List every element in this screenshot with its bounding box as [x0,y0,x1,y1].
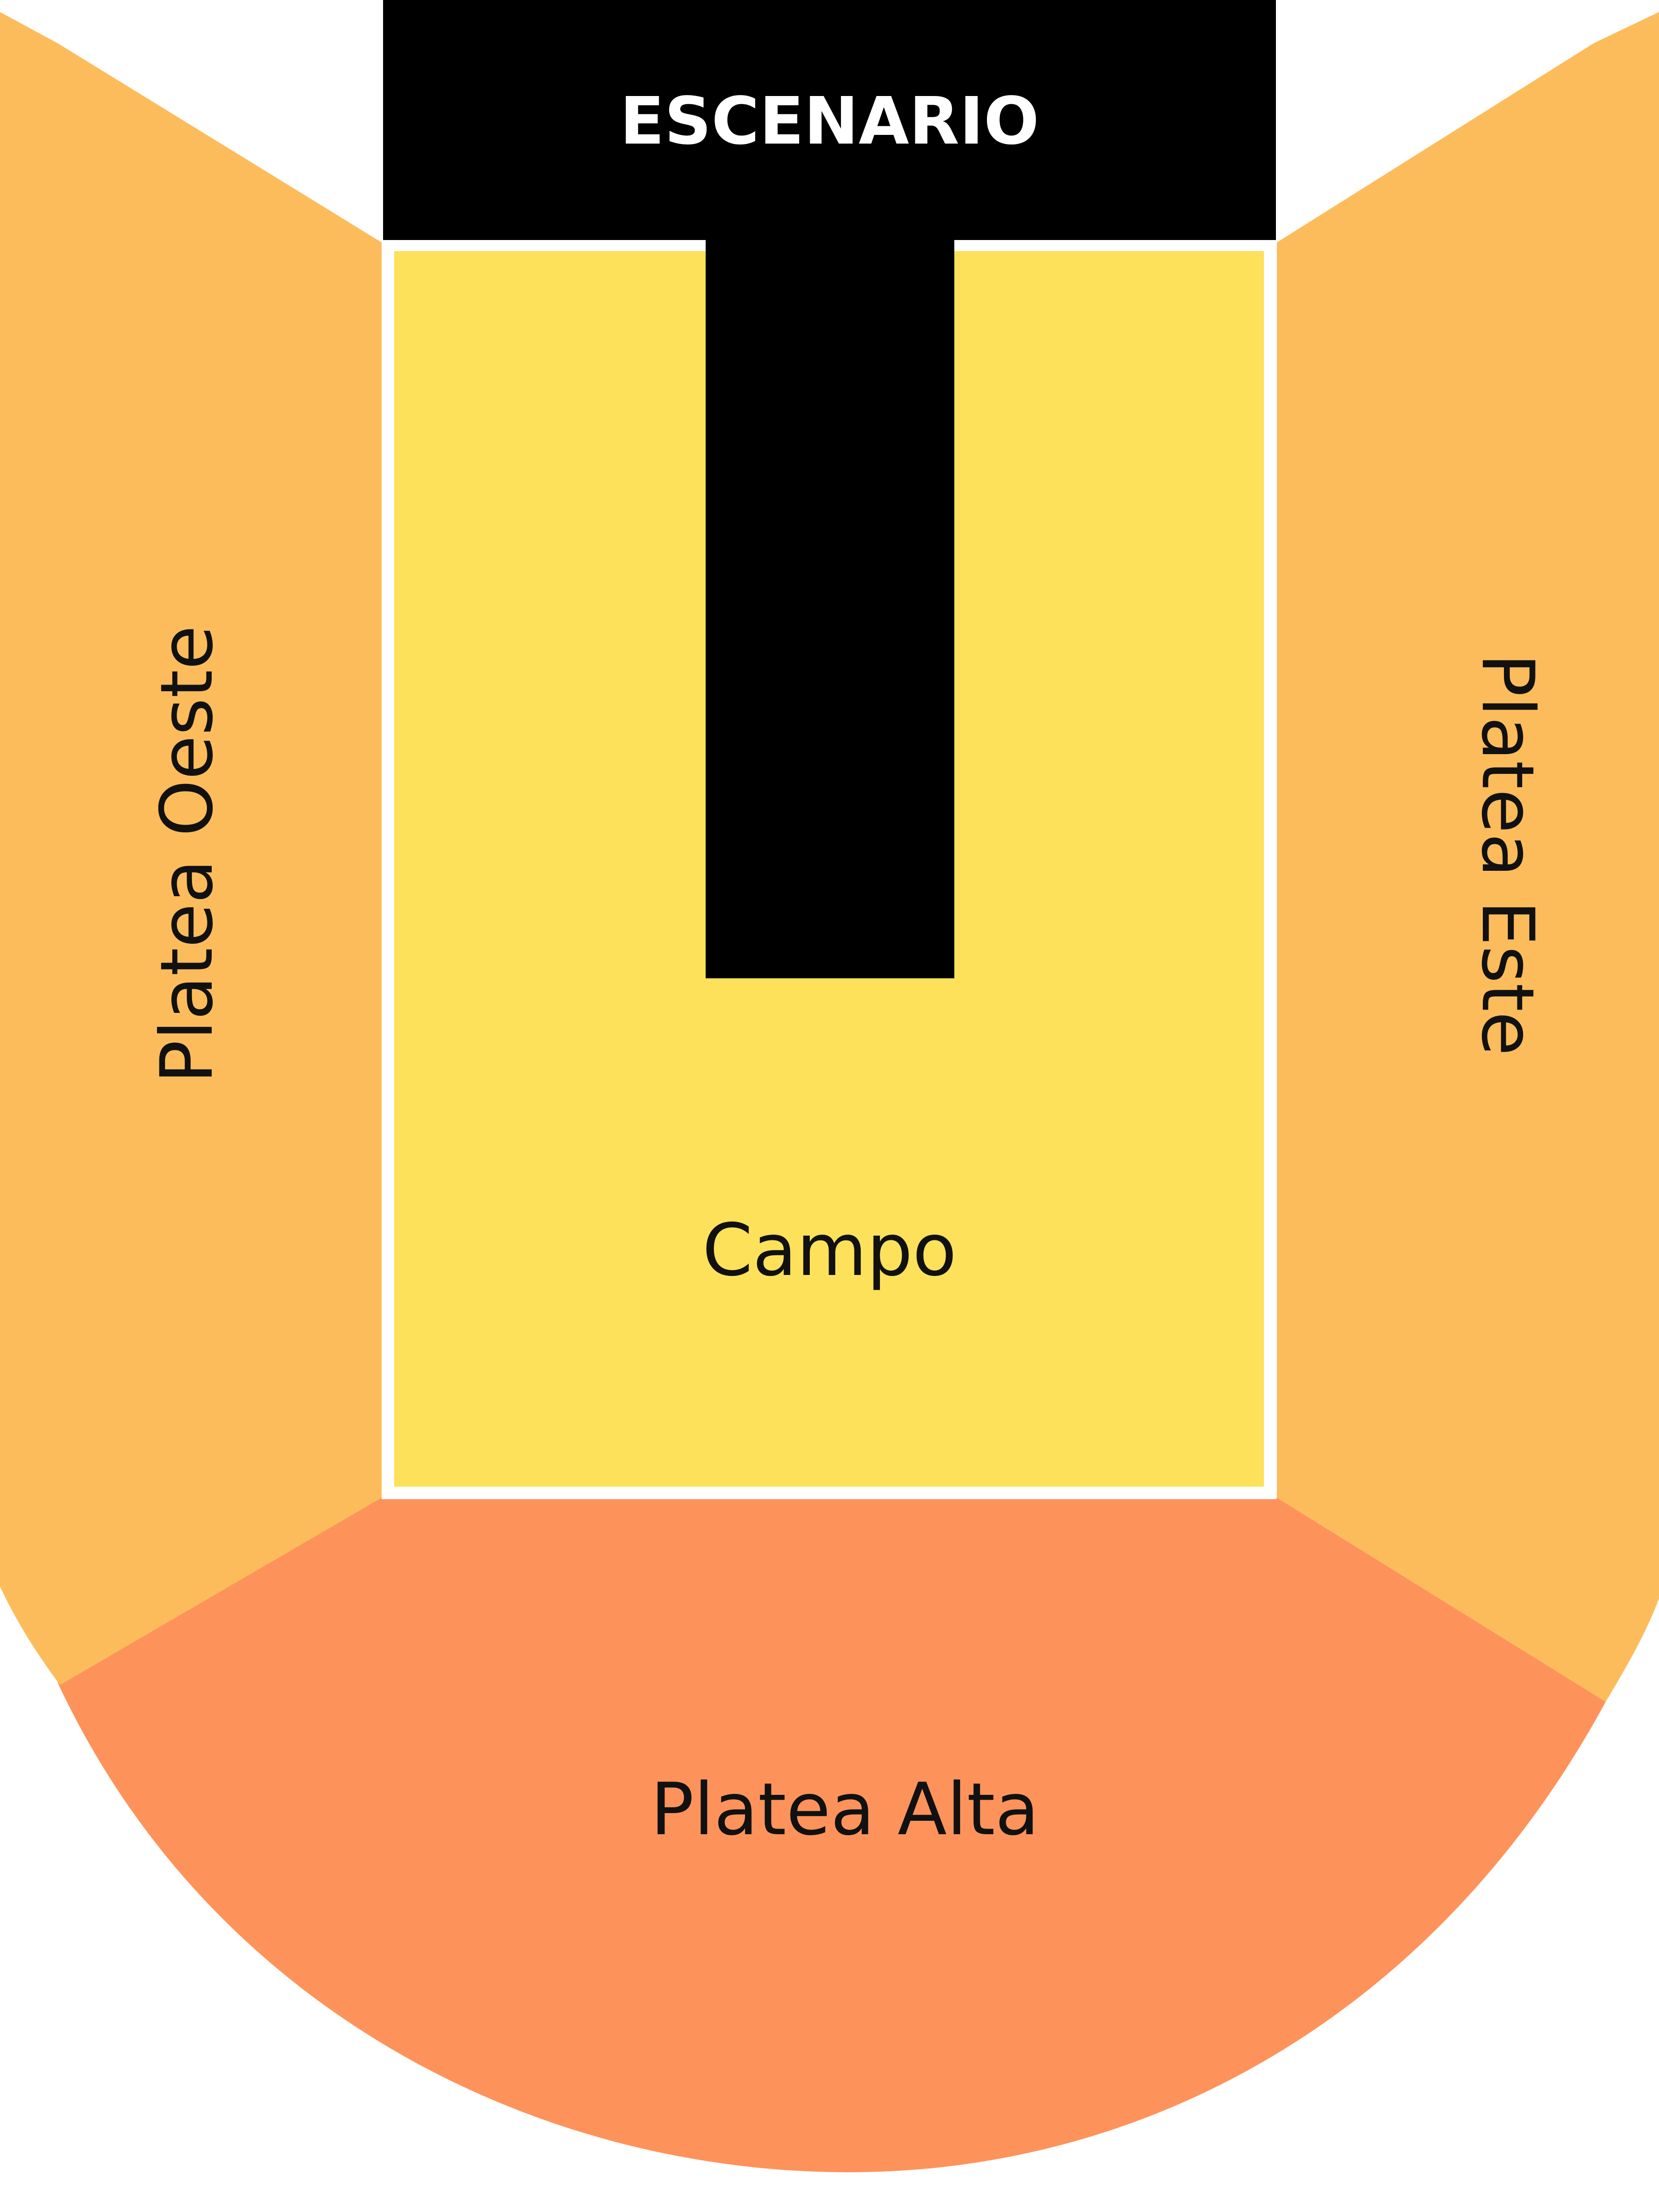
platea-este-section[interactable] [1277,12,1659,1702]
platea-alta-section[interactable] [58,1498,1606,2173]
platea-alta-label: Platea Alta [650,1768,1039,1851]
stage-runway [706,230,954,978]
stage-label: ESCENARIO [620,84,1039,159]
campo-label: Campo [702,1209,957,1292]
stage-main [383,0,1276,240]
platea-oeste-label: Platea Oeste [145,625,229,1083]
platea-este-label: Platea Este [1466,653,1549,1056]
platea-oeste-section[interactable] [0,12,382,1685]
